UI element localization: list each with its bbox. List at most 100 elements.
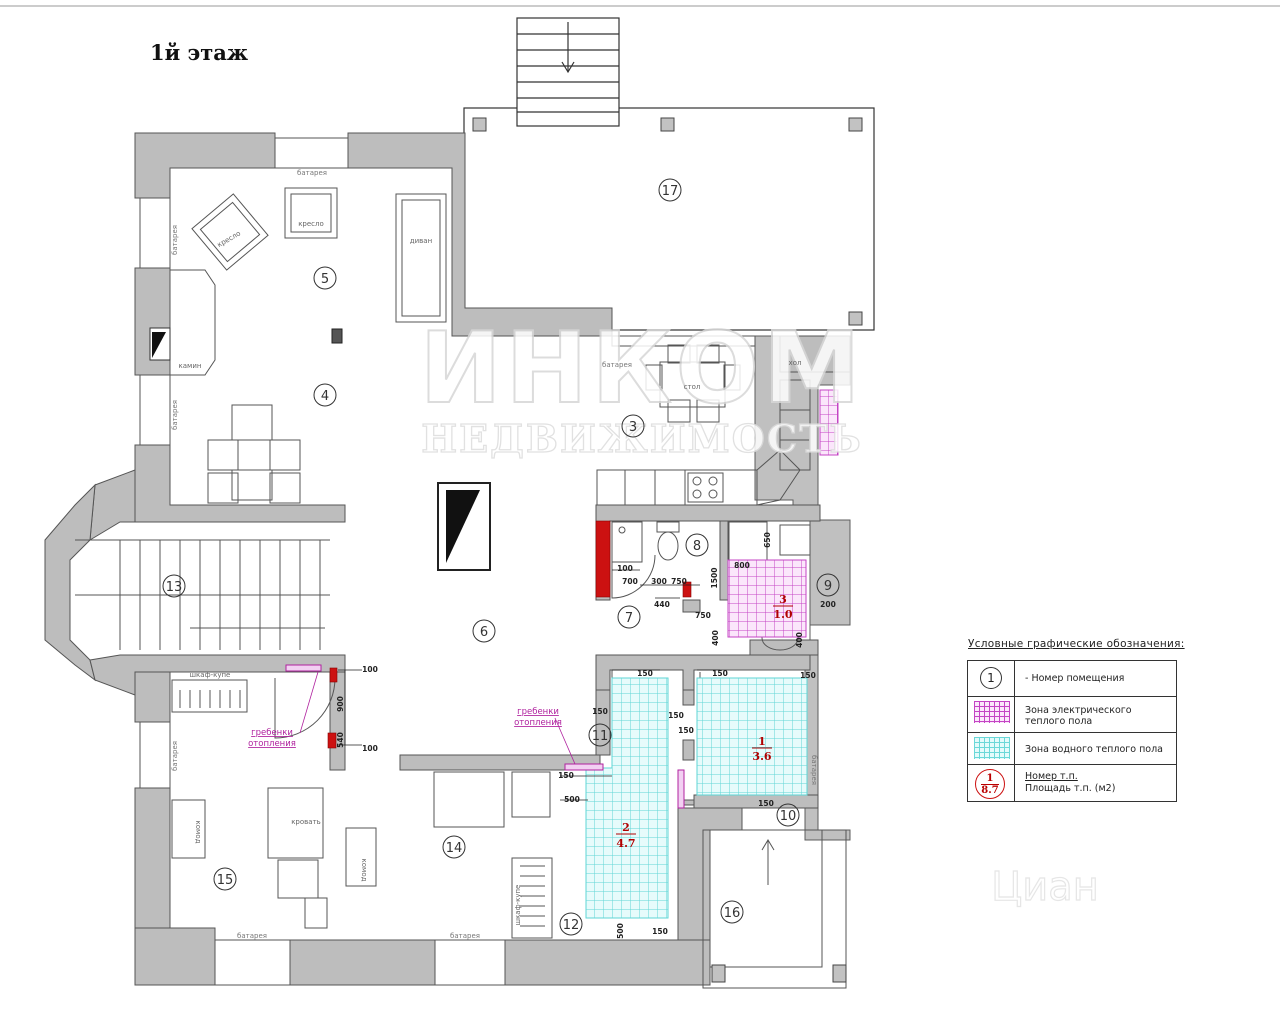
svg-text:3: 3: [629, 420, 637, 435]
terrace: [463, 17, 875, 331]
page-title: 1й этаж: [150, 40, 249, 65]
radiator-8: батарея: [810, 755, 818, 785]
legend-row-room-number: 1 - Номер помещения: [968, 661, 1176, 697]
svg-text:7: 7: [625, 611, 633, 626]
radiator-7: батарея: [450, 932, 480, 940]
room-16: 16: [720, 900, 744, 924]
dimension-labels: 100 900 540 100 100 700 300 750 440 750 …: [336, 532, 836, 939]
dim-500-b: 500: [616, 923, 625, 939]
room-6: 6: [472, 619, 496, 643]
watermark-corner: Циан: [991, 864, 1099, 910]
radiator-labels: батарея батарея батарея батарея батарея …: [171, 169, 818, 940]
svg-text:3.6: 3.6: [752, 750, 771, 763]
room-8: 8: [685, 533, 709, 557]
radiator-4: батарея: [602, 361, 632, 369]
dim-800: 800: [734, 561, 750, 570]
dim-150-f: 150: [678, 726, 694, 735]
dim-540: 540: [336, 732, 345, 748]
room-10: 10: [776, 803, 800, 827]
dim-100-a: 100: [362, 665, 378, 674]
room-5: 5: [313, 266, 337, 290]
svg-text:5: 5: [321, 272, 329, 287]
windows: [139, 137, 756, 986]
radiator-6: батарея: [237, 932, 267, 940]
dim-900: 900: [336, 696, 345, 712]
dim-150-d: 150: [592, 707, 608, 716]
svg-text:3: 3: [779, 593, 787, 606]
room-14: 14: [442, 835, 466, 859]
legend-row-heated-floor: 1 8.7 Номер т.п. Площадь т.п. (м2): [968, 765, 1176, 801]
room-15: 15: [213, 867, 237, 891]
svg-text:9: 9: [824, 579, 832, 594]
room-4: 4: [313, 383, 337, 407]
dim-300: 300: [651, 577, 667, 586]
label-wardrobe-2: шкаф-купе: [514, 885, 522, 926]
svg-text:1.0: 1.0: [773, 608, 792, 621]
legend-text-heated-1: Номер т.п.: [1025, 771, 1078, 782]
water-floor-zone-1: [696, 677, 808, 796]
svg-text:6: 6: [480, 625, 488, 640]
svg-text:8: 8: [693, 539, 701, 554]
svg-text:10: 10: [780, 809, 797, 824]
legend: 1 - Номер помещения Зона электрического …: [967, 660, 1177, 802]
column-hall: [437, 482, 491, 571]
dim-200: 200: [820, 600, 836, 609]
svg-text:4.7: 4.7: [616, 837, 635, 850]
legend-text-heated-2: Площадь т.п. (м2): [1025, 783, 1116, 794]
legend-title: Условные графические обозначения:: [968, 638, 1185, 650]
dim-150-e: 150: [668, 711, 684, 720]
svg-text:17: 17: [662, 184, 679, 199]
legend-text-electric-1: Зона электрического: [1025, 705, 1132, 716]
label-wardrobe-1: шкаф-купе: [190, 671, 231, 679]
room-12: 12: [559, 912, 583, 936]
svg-text:16: 16: [724, 906, 741, 921]
heated-floor-symbol: 1 8.7: [975, 769, 1005, 799]
manifold-label-right-1: гребенки: [517, 707, 559, 717]
dim-150-h: 150: [758, 799, 774, 808]
room-13: 13: [162, 574, 186, 598]
legend-row-water: Зона водного теплого пола: [968, 733, 1176, 765]
dim-700: 700: [622, 577, 638, 586]
dim-150-c: 150: [800, 671, 816, 680]
dim-440: 440: [654, 600, 670, 609]
dim-400-a: 400: [711, 630, 720, 646]
electric-floor-zone: [727, 559, 807, 638]
dim-100-c: 100: [617, 564, 633, 573]
room-11: 11: [588, 723, 612, 747]
electric-floor-zone-kitchen: [819, 389, 839, 456]
watermark-brand: ИНКОМ: [420, 312, 865, 426]
svg-text:12: 12: [563, 918, 580, 933]
svg-text:14: 14: [446, 841, 463, 856]
electric-floor-swatch: [974, 701, 1010, 723]
label-table: стол: [684, 383, 701, 391]
furniture-labels: кресло кресло диван камин стол хол шкаф-…: [179, 220, 802, 925]
heated-floor-1: 13.6: [752, 735, 772, 763]
dim-150-g: 150: [558, 771, 574, 780]
svg-text:13: 13: [166, 580, 183, 595]
heated-floor-3: 31.0: [773, 593, 793, 621]
dim-500-a: 500: [564, 795, 580, 804]
manifold-label-right-2: отопления: [514, 718, 562, 728]
room-7: 7: [617, 605, 641, 629]
room-9: 9: [816, 573, 840, 597]
label-armchair-2: кресло: [298, 220, 324, 228]
manifolds: [285, 664, 685, 809]
room-number-symbol: 1: [980, 667, 1002, 689]
terrace-posts: [472, 117, 863, 326]
manifold-label-left-2: отопления: [248, 739, 296, 749]
legend-text-water: Зона водного теплого пола: [1025, 744, 1163, 755]
dim-100-b: 100: [362, 744, 378, 753]
label-armchair-1: кресло: [216, 229, 242, 249]
dim-150-a: 150: [637, 669, 653, 678]
water-floor-swatch: [974, 737, 1010, 759]
room-numbers: 17 5 4 3 8 9 7 13 6 11 10 14 15 16 12: [162, 178, 840, 936]
radiator-5: батарея: [171, 741, 179, 771]
label-dresser-1: комод: [194, 821, 202, 844]
fireplace-symbol: [149, 327, 171, 361]
watermark: ИНКОМ НЕДВИЖИМОСТЬ Циан: [419, 311, 1100, 911]
dim-650: 650: [763, 532, 772, 548]
legend-text-electric-2: теплого пола: [1025, 716, 1093, 727]
manifold-label-left-1: гребенки: [251, 728, 293, 738]
room-3: 3: [621, 414, 645, 438]
